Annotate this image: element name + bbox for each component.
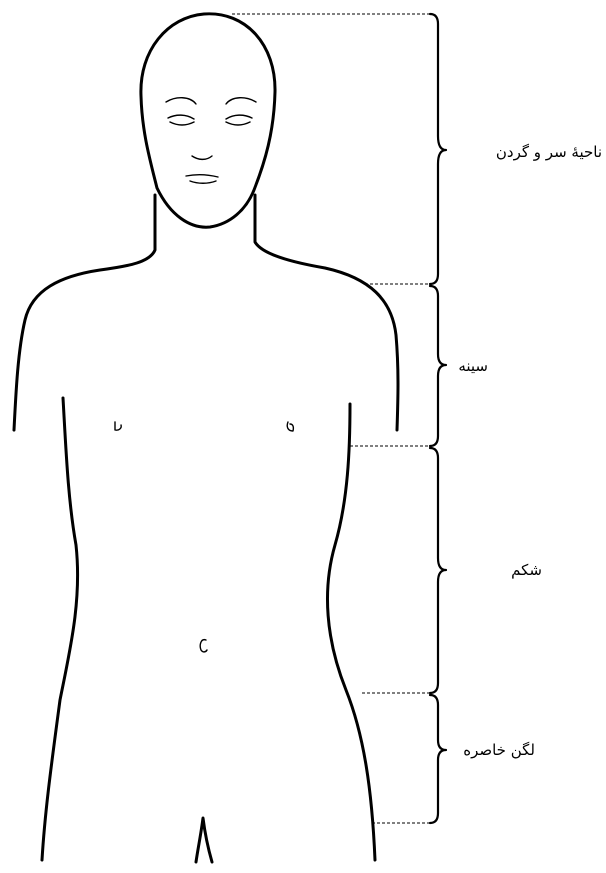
region-braces <box>232 14 446 823</box>
brace-chest-shape <box>430 286 446 446</box>
right-eyebrow <box>226 98 256 104</box>
right-body-outline <box>255 195 398 430</box>
label-head-neck: ناحیهٔ سر و گردن <box>496 143 602 161</box>
left-eye <box>168 115 194 125</box>
brace-pelvis-shape <box>430 695 446 823</box>
nose <box>192 156 212 159</box>
torso-features <box>115 422 293 652</box>
face-features <box>166 98 256 184</box>
brace-abdomen <box>362 448 446 693</box>
right-eye <box>226 115 252 125</box>
body-outline <box>14 14 398 862</box>
label-pelvis: لگن خاصره <box>463 741 535 759</box>
brace-abdomen-shape <box>430 448 446 693</box>
label-chest: سینه <box>458 357 488 375</box>
brace-pelvis <box>372 695 446 823</box>
right-nipple <box>287 422 293 431</box>
brace-head-neck <box>232 14 446 284</box>
right-torso-outline <box>327 404 375 860</box>
left-nipple <box>115 422 121 430</box>
left-torso-outline <box>42 398 78 860</box>
region-labels: ناحیهٔ سر و گردن سینه شکم لگن خاصره <box>458 143 602 759</box>
navel <box>200 640 207 652</box>
left-eyebrow <box>166 98 196 104</box>
inner-legs-outline <box>196 818 212 862</box>
left-body-outline <box>14 195 155 430</box>
mouth <box>186 175 218 184</box>
label-abdomen: شکم <box>511 561 542 579</box>
brace-head-neck-shape <box>430 14 446 284</box>
